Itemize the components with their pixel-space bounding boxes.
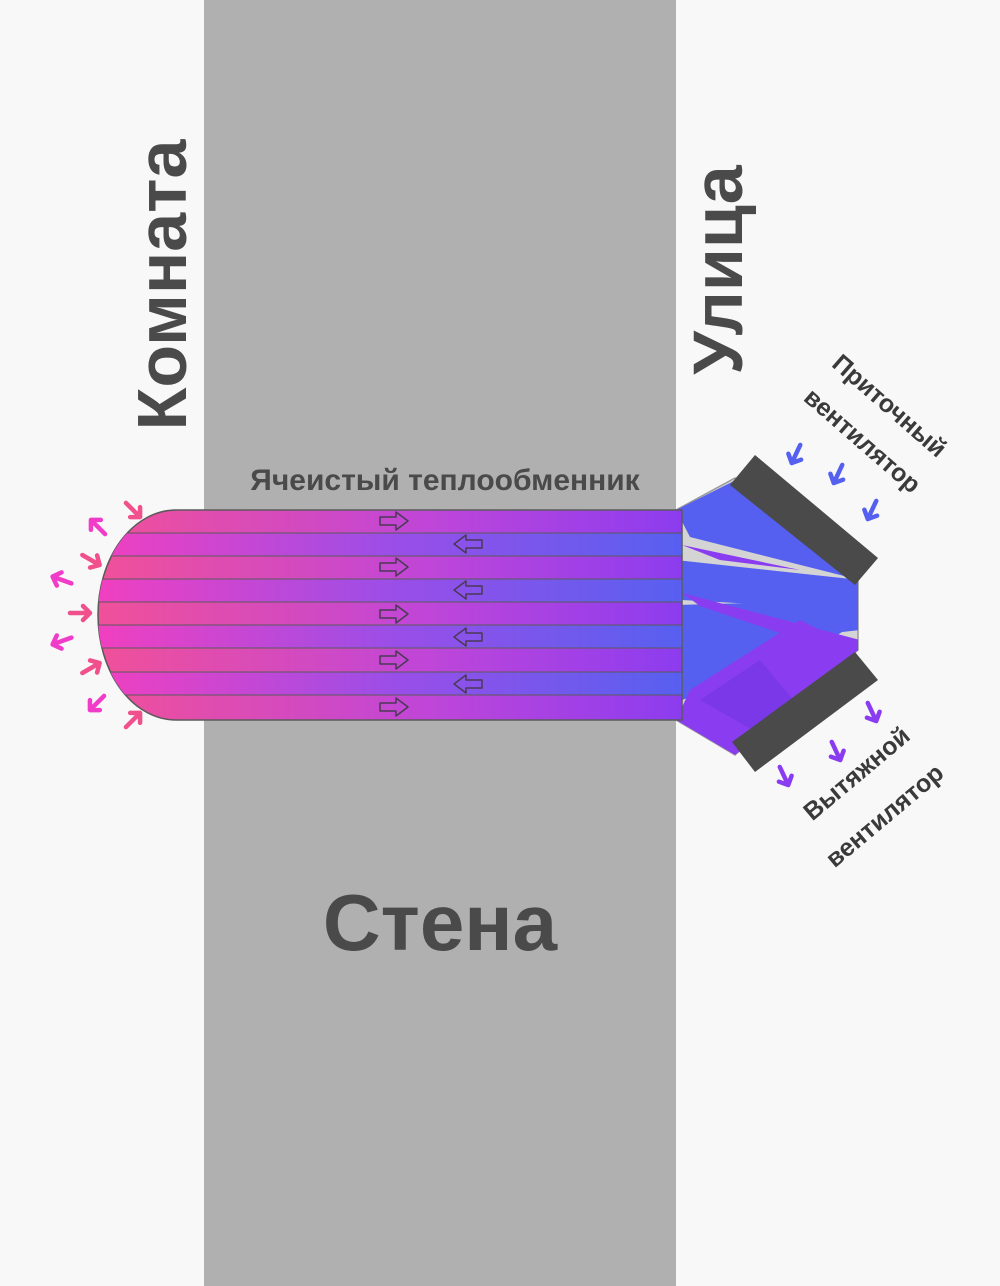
room-outflow-arrow-icon: [50, 633, 74, 651]
exchanger-channel-exhaust: [98, 532, 682, 557]
wall-label: Стена: [323, 878, 558, 967]
flow-left-arrow-icon: [453, 534, 483, 554]
exchanger-channel-exhaust: [98, 671, 682, 696]
room-inflow-arrow-icon: [67, 603, 93, 623]
flow-left-arrow-icon: [453, 627, 483, 647]
exhaust-outflow-arrow-icon: [828, 739, 846, 763]
room-inflow-arrow-icon: [80, 658, 102, 676]
heat-exchanger-channels: [98, 532, 682, 696]
room-inflow-arrow-icon: [123, 710, 143, 730]
room-outflow-arrow-icon: [87, 693, 107, 713]
flow-right-arrow-icon: [379, 511, 409, 531]
street-label: Улица: [679, 164, 757, 375]
supply-intake-arrow-icon: [862, 498, 880, 522]
exchanger-channel-exhaust: [98, 578, 682, 603]
exhaust-fan: [732, 652, 878, 772]
flow-right-arrow-icon: [379, 557, 409, 577]
exchanger-label: Ячеистый теплообменник: [250, 464, 640, 497]
exhaust-outflow-arrow-icon: [776, 764, 794, 788]
supply-intake-arrow-icon: [786, 442, 804, 466]
flow-right-arrow-icon: [379, 604, 409, 624]
flow-right-arrow-icon: [379, 697, 409, 717]
flow-left-arrow-icon: [453, 580, 483, 600]
flow-left-arrow-icon: [453, 674, 483, 694]
room-outflow-arrow-icon: [88, 517, 108, 537]
supply-fan: [730, 455, 878, 585]
supply-intake-arrow-icon: [828, 462, 846, 486]
room-inflow-arrow-icon: [80, 552, 102, 570]
room-inflow-arrow-icon: [123, 500, 143, 520]
flow-right-arrow-icon: [379, 650, 409, 670]
exchanger-channel-exhaust: [98, 624, 682, 649]
exhaust-outflow-arrow-icon: [864, 700, 882, 724]
room-outflow-arrow-icon: [50, 570, 74, 588]
room-label: Комната: [123, 139, 201, 431]
